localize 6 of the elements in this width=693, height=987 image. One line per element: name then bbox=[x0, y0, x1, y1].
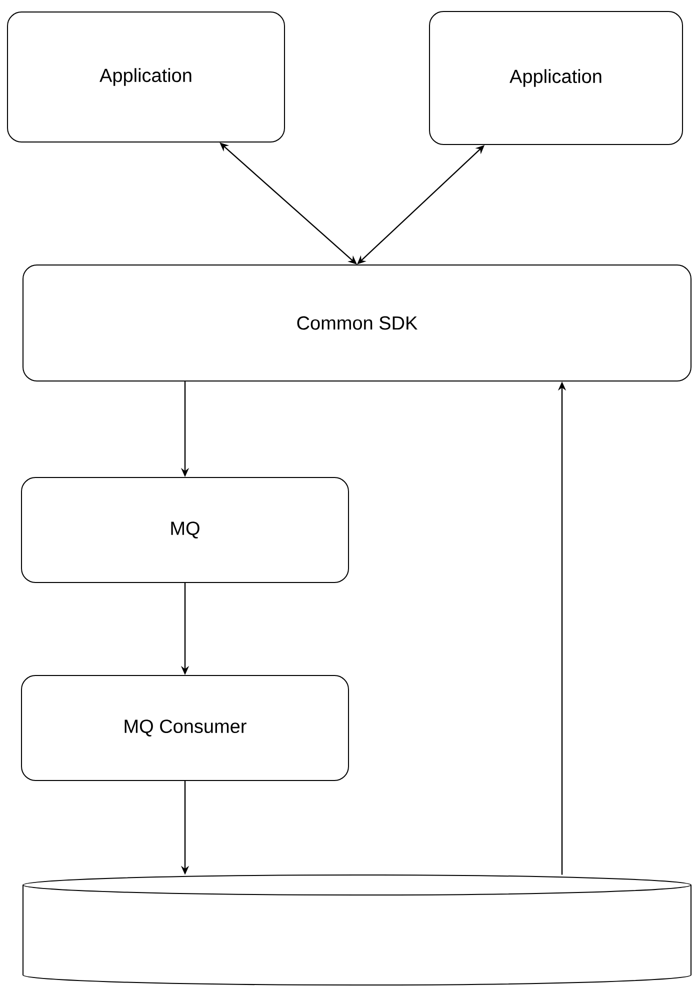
process-box: Common SDK bbox=[22, 264, 692, 382]
process-box: Application bbox=[429, 11, 683, 145]
process-box: MQ bbox=[21, 477, 349, 583]
database-cylinder bbox=[22, 874, 692, 986]
process-box: MQ Consumer bbox=[21, 675, 349, 781]
process-box: Application bbox=[7, 12, 285, 142]
